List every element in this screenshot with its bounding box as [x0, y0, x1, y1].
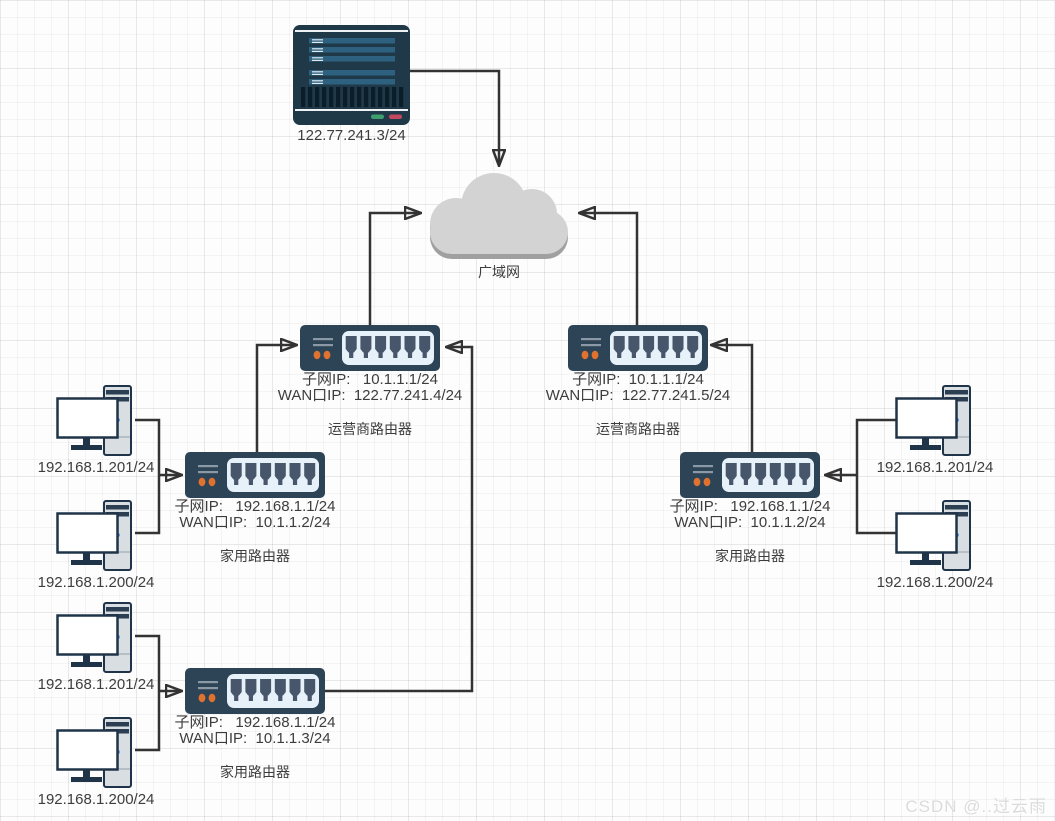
router-subnet-ip: 子网IP: 192.168.1.1/24 — [174, 498, 336, 515]
router-subnet-ip: 子网IP: 192.168.1.1/24 — [669, 498, 831, 515]
node-wan-cloud[interactable]: 广域网 — [420, 166, 578, 280]
router-type-label: 家用路由器 — [715, 548, 785, 564]
router-subnet-ip: 子网IP: 10.1.1.1/24 — [572, 371, 704, 388]
wire-server-to-wan — [410, 69, 499, 165]
wire-isp-left-to-wan — [368, 213, 420, 325]
router-icon — [680, 452, 820, 498]
wire-pcs-right-bus — [855, 418, 896, 535]
computer-icon — [895, 385, 975, 457]
node-pc-right-1[interactable]: 192.168.1.201/24 — [850, 385, 1020, 476]
router-subnet-ip: 子网IP: 192.168.1.1/24 — [174, 714, 336, 731]
router-type-label: 运营商路由器 — [596, 421, 680, 437]
node-pc-left-top-1[interactable]: 192.168.1.201/24 — [11, 385, 181, 476]
node-server[interactable]: 122.77.241.3/24 — [293, 25, 410, 144]
computer-icon — [56, 385, 136, 457]
pc-ip-label: 192.168.1.201/24 — [876, 459, 994, 476]
node-router-isp-left[interactable]: 子网IP: 10.1.1.1/24 WAN口IP: 122.77.241.4/2… — [260, 325, 480, 437]
wire-home-left-to-isp-left — [255, 345, 296, 452]
router-subnet-ip: 子网IP: 10.1.1.1/24 — [302, 371, 438, 388]
router-wan-ip: WAN口IP: 10.1.1.2/24 — [674, 514, 826, 531]
router-icon — [300, 325, 440, 371]
router-wan-ip: WAN口IP: 122.77.241.5/24 — [545, 387, 731, 404]
computer-icon — [56, 500, 136, 572]
node-pc-left-bottom-2[interactable]: 192.168.1.200/24 — [11, 717, 181, 808]
wire-pcs-left-top-bus — [135, 418, 161, 535]
wire-home-bottom-to-isp-left — [325, 347, 474, 693]
router-wan-ip: WAN口IP: 122.77.241.4/24 — [277, 387, 463, 404]
node-pc-left-top-2[interactable]: 192.168.1.200/24 — [11, 500, 181, 591]
node-pc-right-2[interactable]: 192.168.1.200/24 — [850, 500, 1020, 591]
computer-icon — [56, 602, 136, 674]
computer-icon — [895, 500, 975, 572]
computer-icon — [56, 717, 136, 789]
node-router-home-left[interactable]: 子网IP: 192.168.1.1/24 WAN口IP: 10.1.1.2/24… — [145, 452, 365, 564]
wire-isp-right-to-wan — [580, 213, 639, 325]
pc-ip-label: 192.168.1.200/24 — [876, 574, 994, 591]
wire-home-right-to-isp-right — [712, 345, 754, 452]
pc-ip-label: 192.168.1.200/24 — [37, 574, 155, 591]
server-ip-label: 122.77.241.3/24 — [297, 127, 406, 144]
cloud-icon — [420, 166, 578, 260]
node-router-home-right[interactable]: 子网IP: 192.168.1.1/24 WAN口IP: 10.1.1.2/24… — [640, 452, 860, 564]
node-pc-left-bottom-1[interactable]: 192.168.1.201/24 — [11, 602, 181, 693]
pc-ip-label: 192.168.1.200/24 — [37, 791, 155, 808]
router-wan-ip: WAN口IP: 10.1.1.3/24 — [179, 730, 331, 747]
router-type-label: 运营商路由器 — [328, 421, 412, 437]
csdn-watermark: CSDN @..过云雨 — [905, 797, 1047, 816]
wan-cloud-label: 广域网 — [478, 264, 520, 280]
pc-ip-label: 192.168.1.201/24 — [37, 459, 155, 476]
server-icon — [293, 25, 410, 125]
wire-pcs-left-bottom-bus — [135, 634, 161, 752]
router-type-label: 家用路由器 — [220, 764, 290, 780]
router-icon — [185, 452, 325, 498]
router-icon — [568, 325, 708, 371]
router-type-label: 家用路由器 — [220, 548, 290, 564]
node-router-isp-right[interactable]: 子网IP: 10.1.1.1/24 WAN口IP: 122.77.241.5/2… — [528, 325, 748, 437]
router-icon — [185, 668, 325, 714]
node-router-home-bottom[interactable]: 子网IP: 192.168.1.1/24 WAN口IP: 10.1.1.3/24… — [145, 668, 365, 780]
router-wan-ip: WAN口IP: 10.1.1.2/24 — [179, 514, 331, 531]
pc-ip-label: 192.168.1.201/24 — [37, 676, 155, 693]
